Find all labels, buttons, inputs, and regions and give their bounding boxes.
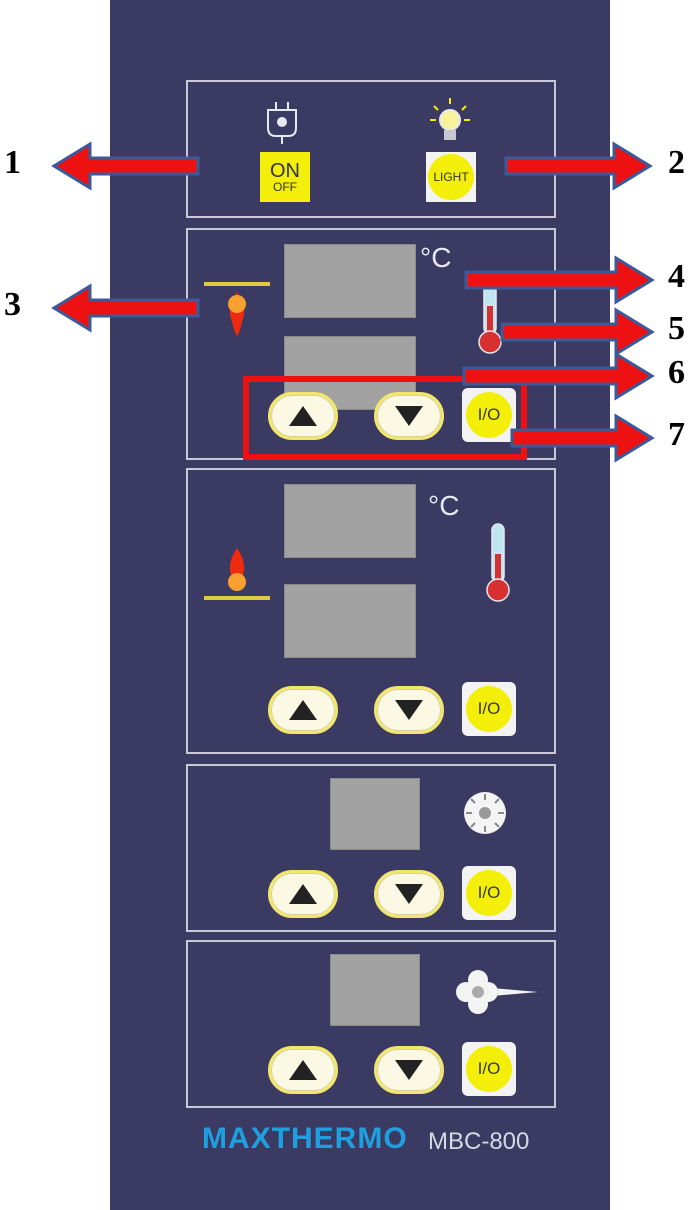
timer-display xyxy=(330,778,420,850)
steam-section: I/O xyxy=(186,940,556,1108)
steam-up-button[interactable] xyxy=(268,1046,338,1094)
arrow-up-icon xyxy=(289,884,317,904)
top-heater-io-button[interactable]: I/O xyxy=(462,388,516,442)
on-off-button[interactable]: ON OFF xyxy=(260,152,310,202)
callout-arrow-2 xyxy=(504,141,653,191)
power-section: ON OFF LIGHT xyxy=(186,80,556,218)
callout-number-3: 3 xyxy=(4,286,21,323)
callout-arrow-5 xyxy=(500,307,655,357)
bottom-heater-actual-temp-display xyxy=(284,484,416,558)
bottom-heater-set-temp-display xyxy=(284,584,416,658)
callout-number-1: 1 xyxy=(4,144,21,181)
callout-number-2: 2 xyxy=(668,144,685,181)
timer-down-button[interactable] xyxy=(374,870,444,918)
callout-arrow-4 xyxy=(464,255,655,305)
callout-number-5: 5 xyxy=(668,310,685,347)
light-label: LIGHT xyxy=(433,170,469,184)
on-label: ON xyxy=(270,160,300,182)
top-heater-down-button[interactable] xyxy=(374,392,444,440)
io-label: I/O xyxy=(477,699,501,718)
light-button[interactable]: LIGHT xyxy=(426,152,476,202)
bottom-heater-down-button[interactable] xyxy=(374,686,444,734)
arrow-down-icon xyxy=(395,1060,423,1080)
callout-arrow-7 xyxy=(510,413,655,463)
brand-logo: MAXTHERMO xyxy=(202,1122,408,1155)
thermometer-icon xyxy=(478,275,502,354)
callout-arrow-1 xyxy=(51,141,200,191)
timer-io-button[interactable]: I/O xyxy=(462,866,516,920)
io-label: I/O xyxy=(477,1059,501,1078)
control-buttons-highlight xyxy=(243,376,527,460)
io-label: I/O xyxy=(477,405,501,424)
timer-up-button[interactable] xyxy=(268,870,338,918)
bottom-heater-up-button[interactable] xyxy=(268,686,338,734)
top-heater-section: °C I/O xyxy=(186,228,556,460)
steam-io-button[interactable]: I/O xyxy=(462,1042,516,1096)
arrow-up-icon xyxy=(289,700,317,720)
off-label: OFF xyxy=(273,180,297,194)
model-number: MBC-800 xyxy=(428,1128,530,1155)
arrow-down-icon xyxy=(395,700,423,720)
plug-icon xyxy=(267,102,297,144)
arrow-down-icon xyxy=(395,406,423,426)
callout-number-4: 4 xyxy=(668,258,685,295)
top-heater-flame-icon xyxy=(204,282,270,336)
callout-number-6: 6 xyxy=(668,354,685,391)
bottom-heater-section: °C I/O xyxy=(186,468,556,754)
control-panel: ON OFF LIGHT °C xyxy=(110,0,610,1210)
bottom-heater-io-button[interactable]: I/O xyxy=(462,682,516,736)
io-label: I/O xyxy=(477,883,501,902)
callout-arrow-6 xyxy=(462,351,655,401)
arrow-up-icon xyxy=(289,406,317,426)
steam-display xyxy=(330,954,420,1026)
arrow-up-icon xyxy=(289,1060,317,1080)
thermometer-icon xyxy=(486,523,510,602)
bottom-heater-flame-icon xyxy=(204,548,270,600)
top-heater-up-button[interactable] xyxy=(268,392,338,440)
steam-down-button[interactable] xyxy=(374,1046,444,1094)
timer-section: I/O xyxy=(186,764,556,932)
arrow-down-icon xyxy=(395,884,423,904)
callout-arrow-3 xyxy=(51,283,200,333)
celsius-unit: °C xyxy=(428,490,460,521)
steam-icon xyxy=(456,970,538,1014)
light-bulb-icon xyxy=(430,98,470,140)
celsius-unit: °C xyxy=(420,242,452,273)
timer-icon xyxy=(464,792,506,834)
callout-number-7: 7 xyxy=(668,416,685,453)
top-heater-actual-temp-display xyxy=(284,244,416,318)
